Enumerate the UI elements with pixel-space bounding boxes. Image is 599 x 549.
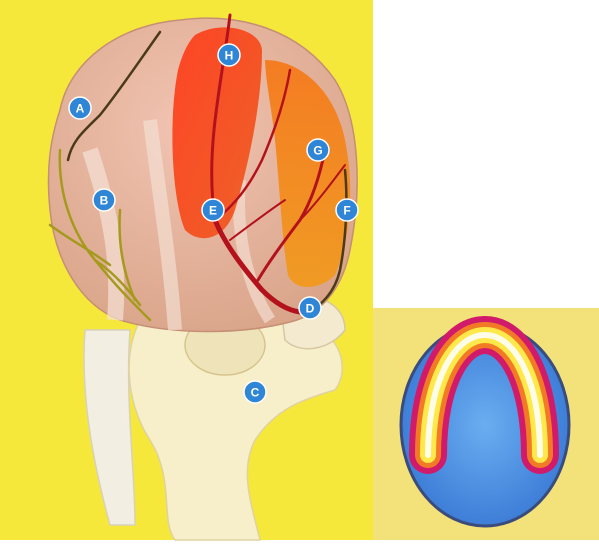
marker-h: H bbox=[218, 44, 240, 66]
svg-text:E: E bbox=[209, 204, 217, 218]
svg-text:C: C bbox=[251, 386, 260, 400]
svg-text:H: H bbox=[225, 49, 234, 63]
marker-g: G bbox=[307, 139, 329, 161]
svg-text:B: B bbox=[100, 194, 109, 208]
marker-d: D bbox=[299, 297, 321, 319]
svg-text:F: F bbox=[343, 204, 350, 218]
svg-text:A: A bbox=[76, 102, 85, 116]
marker-c: C bbox=[244, 381, 266, 403]
marker-b: B bbox=[93, 189, 115, 211]
marker-f: F bbox=[336, 199, 358, 221]
svg-text:G: G bbox=[313, 144, 322, 158]
svg-text:D: D bbox=[306, 302, 315, 316]
marker-e: E bbox=[202, 199, 224, 221]
marker-a: A bbox=[69, 97, 91, 119]
lower-structures bbox=[84, 296, 345, 540]
scan-image bbox=[401, 324, 569, 526]
